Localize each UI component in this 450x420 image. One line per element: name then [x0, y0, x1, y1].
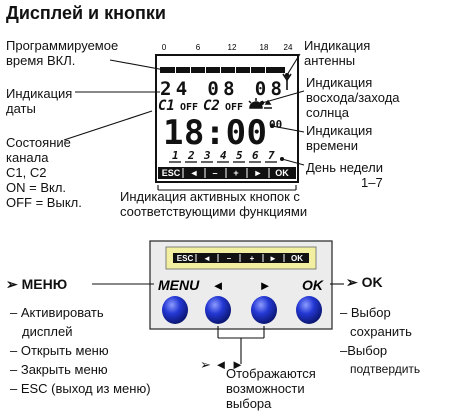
knob-ok[interactable]: [296, 296, 322, 324]
device-label-menu: MENU: [158, 277, 200, 293]
day-1: 1: [172, 149, 179, 162]
day-3: 3: [203, 149, 211, 162]
ok-description: – Выбор сохранить –Выбор подтвердить: [340, 305, 421, 376]
channel-2-state: OFF: [225, 102, 243, 113]
device-label-left: ◄: [212, 278, 225, 293]
device-label-ok: OK: [302, 277, 324, 293]
scale-label-18: 18: [260, 43, 269, 52]
scale-label-24: 24: [284, 43, 293, 52]
callout-lines: [63, 53, 305, 191]
channel-2: C2: [203, 98, 220, 114]
channel-1: C1: [158, 98, 175, 114]
menu-description: – Активировать дисплей – Открыть меню – …: [10, 305, 151, 396]
strip-btn-minus: –: [227, 254, 232, 263]
nav-arrows-hint: ➢ ◄ ►: [200, 357, 244, 372]
lcd-btn-esc: ESC: [162, 168, 181, 178]
scale-label-12: 12: [228, 43, 237, 52]
label-weekday: День недели 1–7: [306, 160, 383, 190]
day-7: 7: [268, 149, 275, 162]
knob-menu[interactable]: [162, 296, 188, 324]
scale-label-6: 6: [196, 43, 201, 52]
time-readout: 18:00: [163, 113, 267, 153]
lcd-btn-left: ◄: [190, 168, 199, 178]
menu-heading: ➢ МЕНЮ: [6, 276, 68, 292]
lcd-btn-ok: OK: [275, 168, 289, 178]
weekday-row: 1 2 3 4 5 6 7: [172, 149, 275, 162]
knob-left[interactable]: [205, 296, 231, 324]
strip-btn-right: ►: [269, 254, 277, 263]
strip-btn-ok: OK: [291, 254, 303, 263]
day-6: 6: [252, 149, 259, 162]
device-label-right: ►: [259, 278, 272, 293]
strip-btn-esc: ESC: [177, 254, 194, 263]
lcd-btn-plus: +: [233, 168, 238, 178]
strip-btn-left: ◄: [203, 254, 211, 263]
device-knobs: [162, 296, 322, 324]
strip-btn-plus: +: [250, 254, 255, 263]
lcd-frame: [155, 54, 299, 183]
program-bar: [160, 67, 285, 73]
lcd-btn-right: ►: [254, 168, 263, 178]
sunrise-sunset-icon: [248, 98, 272, 109]
day-5: 5: [236, 149, 243, 162]
hour-scale: 0 6 12 18 24: [162, 43, 293, 52]
page-title: Дисплей и кнопки: [6, 3, 166, 23]
device-button-strip: ESC ◄ – + ► OK: [173, 253, 309, 263]
knob-right[interactable]: [251, 296, 277, 324]
bottom-callouts: [92, 283, 344, 364]
lcd-button-row: ESC ◄ – + ► OK: [158, 167, 296, 179]
ok-heading: ➢ OK: [346, 274, 383, 290]
day-4: 4: [220, 149, 227, 162]
lcd-btn-minus: –: [212, 168, 217, 178]
scale-label-0: 0: [162, 43, 167, 52]
channel-1-state: OFF: [180, 102, 198, 113]
day-2: 2: [187, 149, 195, 162]
